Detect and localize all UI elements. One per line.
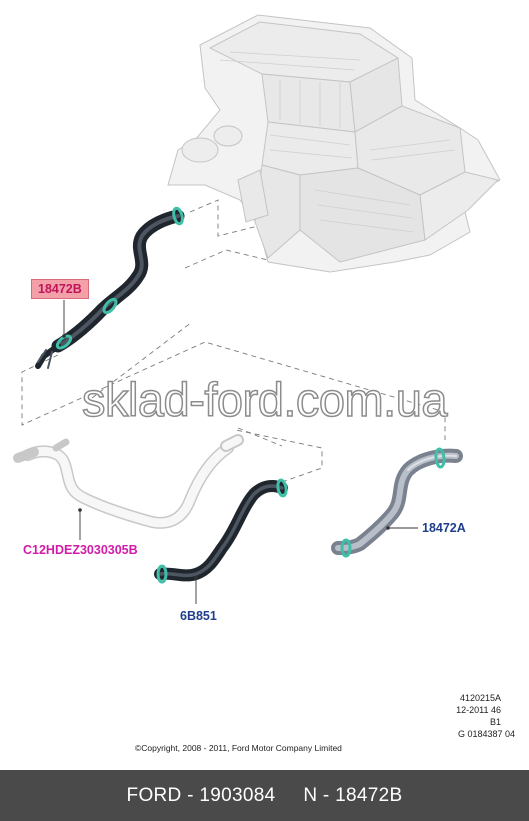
callout-6b851[interactable]: 6B851 bbox=[180, 609, 217, 623]
reference-block: 4120215A 12-2011 46 B1 G 0184387 04 bbox=[456, 692, 515, 740]
heater-pipe bbox=[13, 434, 244, 529]
hvac-unit bbox=[167, 14, 501, 273]
hose-18472a-clamps bbox=[340, 447, 446, 558]
routing-lines bbox=[21, 199, 446, 483]
leader-dots bbox=[62, 334, 390, 580]
reference-line: G 0184387 04 bbox=[457, 729, 515, 739]
parts-diagram bbox=[13, 14, 501, 604]
reference-line: 12-2011 46 bbox=[456, 705, 501, 715]
hose-18472b bbox=[35, 209, 185, 369]
copyright: ©Copyright, 2008 - 2011, Ford Motor Comp… bbox=[135, 743, 342, 753]
reference-line: B1 bbox=[489, 717, 501, 727]
watermark: sklad-ford.com.ua bbox=[81, 372, 448, 427]
callout-18472a[interactable]: 18472A bbox=[422, 521, 466, 535]
hose-18472b-clamps bbox=[55, 206, 184, 350]
callout-18472b[interactable]: 18472B bbox=[31, 279, 89, 299]
hose-6b851 bbox=[154, 480, 288, 582]
hvac-unit-detail-lines bbox=[219, 51, 456, 233]
leader-lines bbox=[63, 300, 418, 604]
footer-part-number: FORD - 1903084 N - 18472B bbox=[126, 784, 403, 806]
reference-line: 4120215A bbox=[459, 693, 501, 703]
hose-18472a bbox=[331, 448, 463, 555]
callout-c12hdez3030305b[interactable]: C12HDEZ3030305B bbox=[23, 543, 138, 557]
footer-bar: FORD - 1903084 N - 18472B bbox=[0, 770, 529, 821]
hose-6b851-clamps bbox=[156, 478, 288, 584]
diagram-canvas: 18472B 18472A C12HDEZ3030305B 6B851 skla… bbox=[13, 14, 515, 753]
